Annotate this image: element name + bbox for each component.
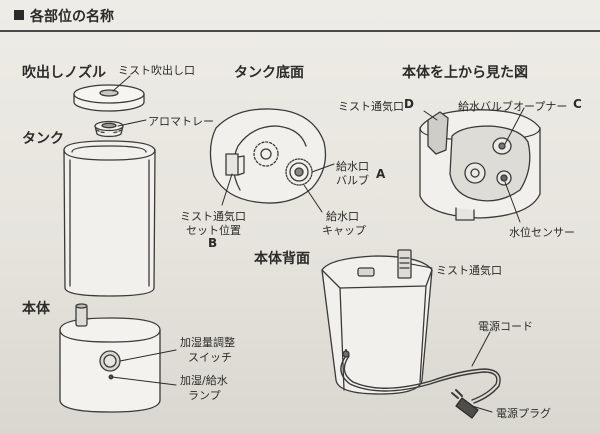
- label-mist-vent-back: ミスト通気口: [436, 264, 502, 277]
- label-letter-a: A: [376, 167, 386, 181]
- header-title: 各部位の名称: [30, 9, 114, 25]
- label-letter-c: C: [573, 97, 582, 111]
- label-water-valve-2: バルブ: [336, 174, 369, 187]
- label-humidity-switch-1: 加湿量調整: [180, 336, 235, 349]
- tank-drawing: [64, 141, 155, 296]
- body-top-drawing: [420, 110, 540, 220]
- label-lamp-2: ランプ: [188, 389, 221, 402]
- label-letter-d: D: [404, 97, 414, 111]
- header-bar: 各部位の名称: [0, 0, 600, 32]
- label-mist-vent-top: ミスト通気口: [338, 100, 404, 113]
- tank-bottom-drawing: [210, 109, 325, 203]
- section-body-top: 本体を上から見た図: [402, 65, 528, 81]
- label-humidity-switch-2: スイッチ: [188, 351, 232, 364]
- section-body: 本体: [22, 301, 50, 317]
- label-valve-opener: 給水バルブオープナー: [458, 100, 568, 113]
- section-tank: タンク: [22, 131, 64, 147]
- aroma-tray-drawing: [95, 122, 123, 137]
- body-drawing: [60, 304, 160, 412]
- label-letter-b: B: [208, 236, 218, 250]
- label-water-cap-1: 給水口: [326, 210, 359, 223]
- section-body-back: 本体背面: [254, 251, 310, 267]
- body-back-drawing: [322, 250, 500, 418]
- header-square-icon: [14, 10, 24, 20]
- label-power-cord: 電源コード: [478, 320, 533, 333]
- label-water-cap-2: キャップ: [322, 224, 366, 237]
- label-water-sensor: 水位センサー: [509, 226, 575, 239]
- label-aroma-tray: アロマトレー: [148, 115, 214, 128]
- nozzle-drawing: [74, 85, 144, 111]
- label-water-valve-1: 給水口: [336, 160, 369, 173]
- label-mist-vent-set-1: ミスト通気口: [180, 210, 246, 223]
- label-mist-vent-set-2: セット位置: [186, 224, 241, 237]
- section-tank-bottom: タンク底面: [234, 65, 304, 81]
- label-power-plug: 電源プラグ: [496, 407, 551, 420]
- leader-lines: [112, 76, 524, 412]
- label-mist-outlet: ミスト吹出し口: [118, 64, 195, 77]
- label-lamp-1: 加湿/給水: [180, 374, 228, 387]
- section-nozzle: 吹出しノズル: [22, 65, 106, 81]
